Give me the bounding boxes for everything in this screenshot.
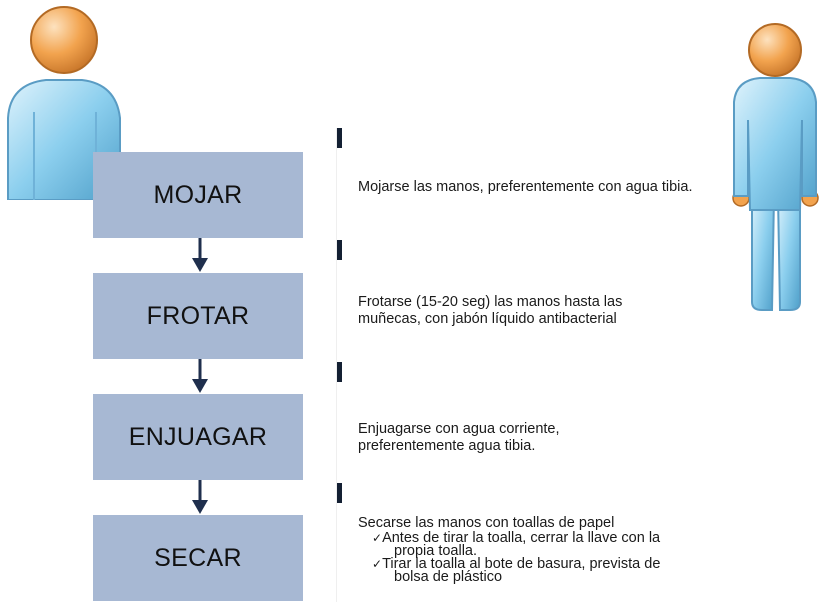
check-icon: ✓ [372, 531, 383, 545]
secar-subitem-line1: Antes de tirar la toalla, cerrar la llav… [382, 530, 661, 546]
person-icon-right [732, 23, 819, 311]
secar-subitem: ✓Tirar la toalla al bote de basura, prev… [358, 556, 758, 585]
description-enjuagar: Enjuagarse con agua corriente, preferent… [358, 421, 560, 454]
divider-tick [337, 128, 342, 148]
check-icon: ✓ [372, 557, 383, 571]
divider-tick [337, 483, 342, 503]
divider-tick [337, 362, 342, 382]
divider-tick [337, 240, 342, 260]
description-secar: Secarse las manos con toallas de papel ✓… [358, 515, 758, 584]
step-box-frotar: FROTAR [93, 273, 303, 359]
person-icon-left [7, 6, 121, 200]
secar-subitem-line2: bolsa de plástico [394, 569, 503, 585]
description-mojar: Mojarse las manos, preferentemente con a… [358, 179, 693, 195]
step-box-mojar: MOJAR [93, 152, 303, 238]
description-secar-main: Secarse las manos con toallas de papel [358, 515, 615, 531]
step-box-secar: SECAR [93, 515, 303, 601]
down-arrow-icon [192, 238, 208, 272]
divider-line [336, 128, 337, 602]
secar-subitem-line2: propia toalla. [394, 543, 478, 559]
step-box-enjuagar: ENJUAGAR [93, 394, 303, 480]
down-arrow-icon [192, 480, 208, 514]
secar-subitem: ✓Antes de tirar la toalla, cerrar la lla… [358, 530, 758, 559]
secar-subitem-line1: Tirar la toalla al bote de basura, previ… [382, 556, 661, 572]
description-frotar: Frotarse (15-20 seg) las manos hasta las… [358, 294, 623, 327]
down-arrow-icon [192, 359, 208, 393]
